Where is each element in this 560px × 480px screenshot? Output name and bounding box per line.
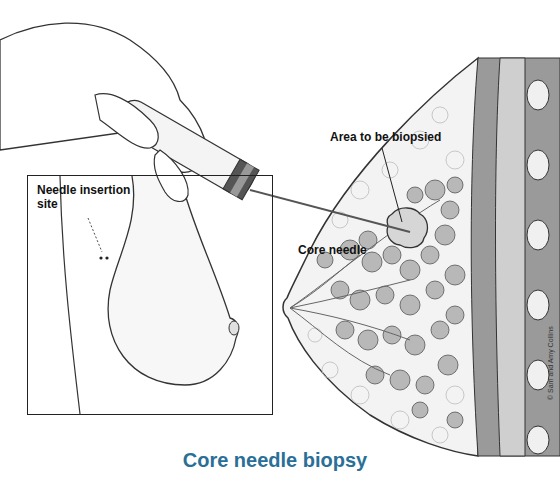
finger — [95, 94, 158, 148]
part-label: Area to be biopsied — [330, 130, 470, 144]
chest-muscle — [471, 58, 560, 456]
milk-ducts — [290, 200, 440, 375]
nipple — [229, 321, 239, 335]
insertion-dot — [105, 256, 108, 259]
leader-line — [382, 148, 402, 222]
breast-outline — [283, 58, 478, 456]
inset-label: Needle insertion site — [37, 183, 137, 211]
watermark: © Sam and Amy Collins — [544, 280, 558, 400]
inset-box: Needle insertion site — [27, 175, 273, 415]
leader-line — [88, 218, 102, 252]
muscle-layer — [496, 58, 526, 456]
ribs — [527, 80, 549, 454]
lobules — [317, 177, 465, 428]
core-needle — [250, 190, 410, 232]
part-label: Core needle — [298, 243, 398, 257]
torso-line — [60, 176, 80, 414]
insertion-dot — [99, 256, 102, 259]
inset-breast — [108, 176, 238, 385]
caption: Core needle biopsy — [80, 448, 470, 472]
fat-texture — [308, 107, 464, 443]
